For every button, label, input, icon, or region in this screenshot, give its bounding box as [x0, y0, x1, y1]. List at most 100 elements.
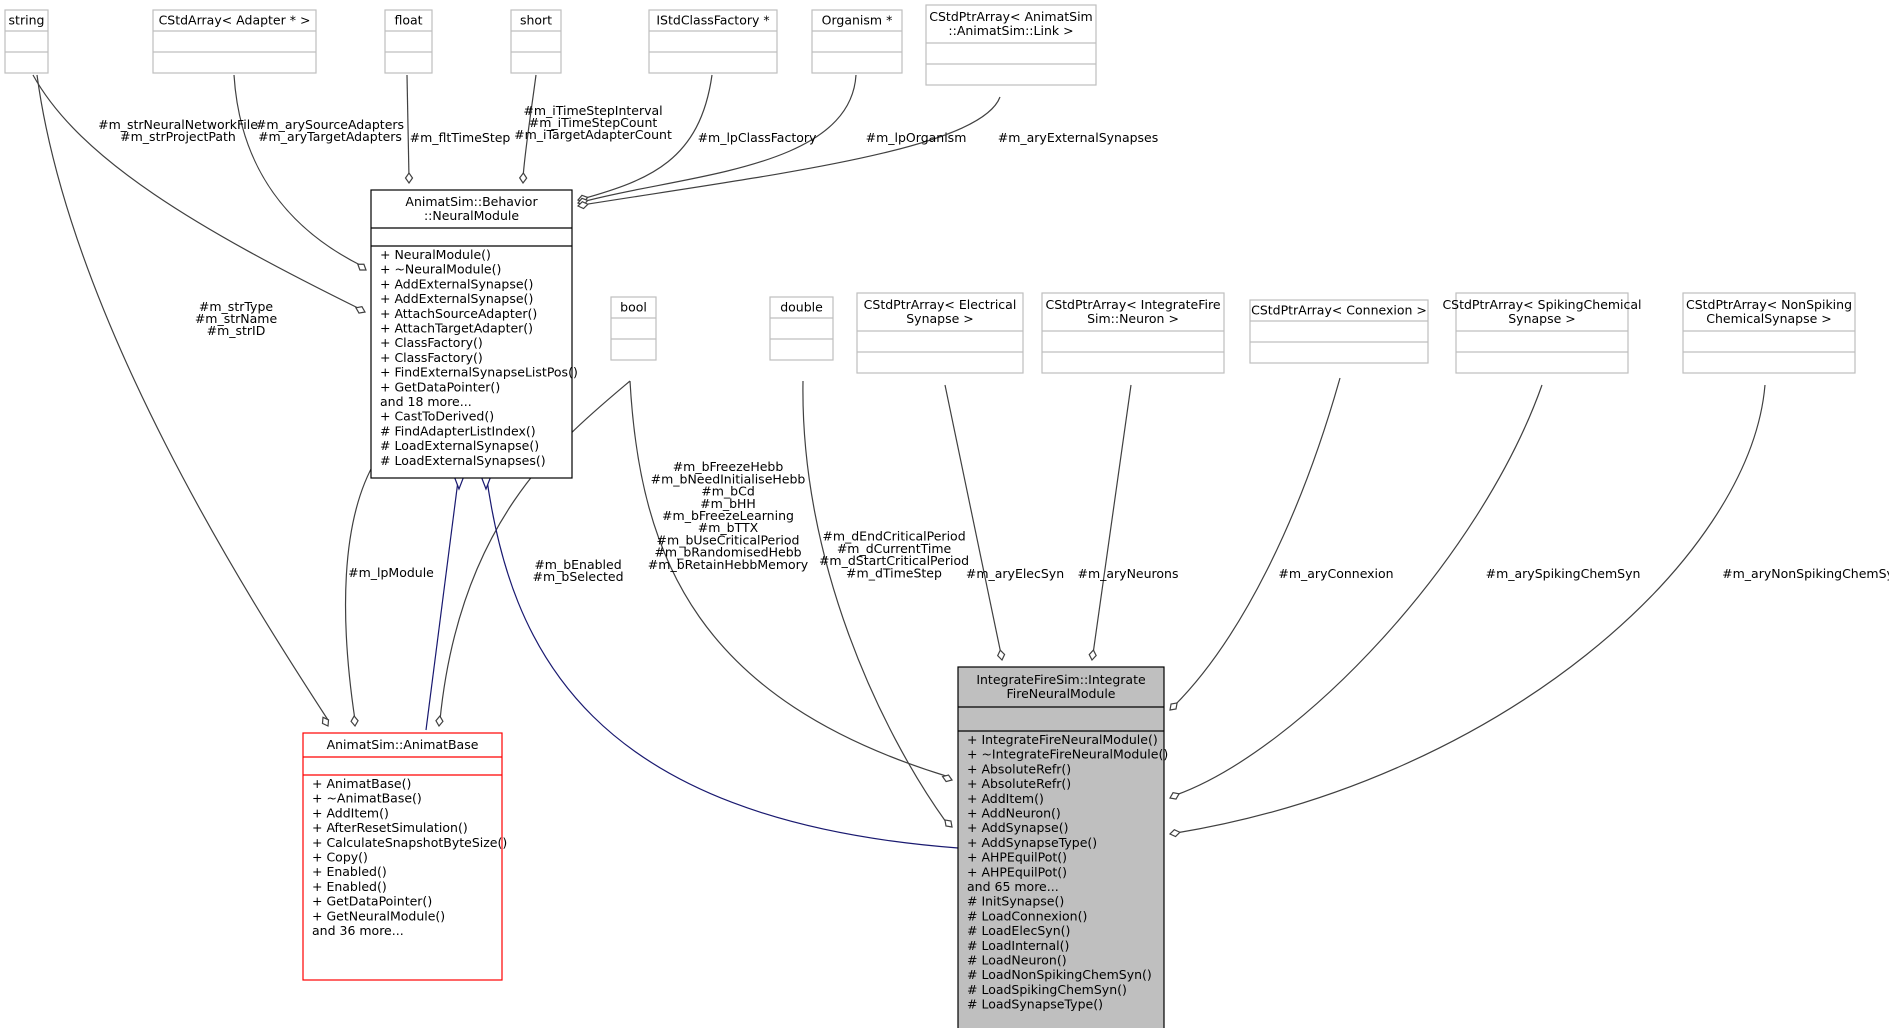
aggregation-diamond-elec-ifneuralmodule: [996, 649, 1006, 662]
class-box-string: [4, 9, 49, 74]
class-member: + AttachTargetAdapter(): [380, 321, 533, 336]
class-title: CStdPtrArray< SpikingChemical: [1442, 297, 1641, 312]
class-node-cstdptrarray_link[interactable]: CStdPtrArray< AnimatSim::AnimatSim::Link…: [925, 4, 1097, 86]
edge-label-bool-ifneuralmodule: #m_bHH: [700, 496, 756, 511]
aggregation-diamond-string-neuralmodule: [354, 306, 366, 314]
aggregation-diamond-float-neuralmodule: [404, 171, 414, 185]
class-title: Organism *: [822, 13, 893, 28]
aggregation-edge-neuralmodule-animatbase: [344, 459, 377, 721]
aggregation-edge-bool-ifneuralmodule: [629, 380, 947, 777]
class-box-cstdptrarray_link: [925, 4, 1097, 86]
class-member: + FindExternalSynapseListPos(): [380, 365, 578, 380]
class-node-bool[interactable]: bool: [610, 296, 657, 361]
class-box-ifneuralmodule: [957, 666, 1165, 1028]
edge-label-classfactory-neuralmodule: #m_lpClassFactory: [698, 130, 817, 145]
class-member: + CastToDerived(): [380, 409, 494, 424]
class-member: + ~AnimatBase(): [312, 791, 422, 806]
class-title: ::AnimatSim::Link >: [948, 23, 1073, 38]
edge-labels-layer: #m_strNeuralNetworkFile#m_strProjectPath…: [98, 103, 1889, 584]
class-title: string: [9, 13, 45, 28]
aggregation-edge-string-neuralmodule: [32, 74, 361, 310]
class-node-cstdptrarray_nonspiking[interactable]: CStdPtrArray< NonSpikingChemicalSynapse …: [1682, 292, 1856, 374]
nodes-layer: string CStdArray< Adapter * > float short IS…: [4, 4, 1856, 1028]
class-node-organism[interactable]: Organism *: [811, 9, 903, 74]
aggregation-diamond-neuron-ifneuralmodule: [1088, 649, 1097, 662]
edge-label-string-neuralmodule: #m_strNeuralNetworkFile: [98, 117, 258, 132]
class-node-neuralmodule[interactable]: AnimatSim::Behavior::NeuralModule+ Neura…: [370, 189, 578, 479]
class-box-float: [384, 9, 433, 74]
class-node-cstdptrarray_neuron[interactable]: CStdPtrArray< IntegrateFireSim::Neuron >: [1041, 292, 1225, 374]
class-box-short: [510, 9, 562, 74]
class-member: + AHPEquilPot(): [967, 864, 1067, 879]
class-title: CStdPtrArray< IntegrateFire: [1045, 297, 1220, 312]
aggregation-edge-adapter-neuralmodule: [233, 74, 363, 267]
aggregation-edge-float-neuralmodule: [406, 74, 410, 179]
edge-label-bool-ifneuralmodule: #m_bFreezeLearning: [662, 508, 794, 523]
class-title: ::NeuralModule: [424, 208, 519, 223]
inheritance-edge-neuralmodule-animatbase: [425, 472, 460, 731]
class-member: + AddItem(): [967, 791, 1044, 806]
aggregation-edge-double-ifneuralmodule: [802, 380, 947, 823]
aggregation-edge-short-neuralmodule: [522, 74, 537, 179]
edge-label-neuralmodule-animatbase: #m_lpModule: [348, 565, 434, 580]
class-box-bool: [610, 296, 657, 361]
edge-label-link-neuralmodule: #m_aryExternalSynapses: [998, 130, 1159, 145]
class-box-double: [769, 296, 834, 361]
class-member: + AnimatBase(): [312, 776, 411, 791]
class-node-ifneuralmodule[interactable]: IntegrateFireSim::IntegrateFireNeuralMod…: [957, 666, 1168, 1028]
aggregation-diamond-short-neuralmodule: [518, 171, 528, 185]
class-member: + ClassFactory(): [380, 350, 483, 365]
class-node-float[interactable]: float: [384, 9, 433, 74]
edge-label-double-ifneuralmodule: #m_dEndCriticalPeriod: [822, 529, 965, 544]
class-node-short[interactable]: short: [510, 9, 562, 74]
class-title: CStdPtrArray< AnimatSim: [929, 9, 1092, 24]
class-member: + AddExternalSynapse(): [380, 291, 533, 306]
class-node-animatbase[interactable]: AnimatSim::AnimatBase+ AnimatBase()+ ~An…: [302, 732, 507, 981]
edge-label-bool-ifneuralmodule: #m_bUseCriticalPeriod: [657, 532, 800, 547]
aggregation-diamond-adapter-neuralmodule: [356, 263, 367, 271]
class-title: short: [520, 13, 552, 28]
aggregation-diamond-neuralmodule-animatbase: [350, 714, 359, 728]
class-member: + GetDataPointer(): [380, 379, 500, 394]
class-member: + AddItem(): [312, 805, 389, 820]
aggregation-edge-neuron-ifneuralmodule: [1092, 384, 1132, 655]
edge-label-organism-neuralmodule: #m_lpOrganism: [866, 130, 967, 145]
class-title: AnimatSim::AnimatBase: [327, 737, 479, 752]
aggregation-diamond-spiking-ifneuralmodule: [1169, 792, 1181, 800]
class-node-string[interactable]: string: [4, 9, 49, 74]
class-box-cstdptrarray_connexion: [1249, 299, 1429, 364]
class-member: + AddExternalSynapse(): [380, 276, 533, 291]
class-title: CStdPtrArray< Connexion >: [1251, 303, 1427, 318]
edge-label-adapter-neuralmodule: #m_aryTargetAdapters: [258, 129, 402, 144]
class-member: # LoadElecSyn(): [967, 923, 1070, 938]
class-node-istdclassfactory[interactable]: IStdClassFactory *: [648, 9, 778, 74]
class-box-cstdptrarray_spiking: [1455, 292, 1629, 374]
class-member: + AfterResetSimulation(): [312, 820, 468, 835]
aggregation-diamond-link-neuralmodule: [576, 200, 589, 210]
class-node-cstdarray_adapter[interactable]: CStdArray< Adapter * >: [152, 9, 317, 74]
class-member: + ~IntegrateFireNeuralModule(): [967, 747, 1168, 762]
edge-label-bool-ifneuralmodule: #m_bRandomisedHebb: [654, 545, 801, 560]
class-title: Sim::Neuron >: [1087, 311, 1179, 326]
class-member: + GetNeuralModule(): [312, 908, 445, 923]
class-member: # LoadSynapseType(): [967, 997, 1103, 1012]
inheritance-edge-neuralmodule-ifneuralmodule: [485, 472, 959, 849]
class-member: and 36 more...: [312, 923, 404, 938]
class-member: + AttachSourceAdapter(): [380, 306, 537, 321]
class-member: and 18 more...: [380, 394, 472, 409]
class-member: + Copy(): [312, 850, 368, 865]
aggregation-edge-organism-neuralmodule: [581, 74, 857, 203]
class-node-double[interactable]: double: [769, 296, 834, 361]
class-member: # LoadExternalSynapses(): [380, 453, 546, 468]
aggregation-diamond-connexion-ifneuralmodule: [1169, 702, 1178, 711]
class-title: float: [394, 13, 422, 28]
aggregation-edge-connexion-ifneuralmodule: [1173, 377, 1341, 707]
edge-label-adapter-neuralmodule: #m_arySourceAdapters: [256, 117, 404, 132]
edge-label-connexion-ifneuralmodule: #m_aryConnexion: [1278, 566, 1393, 581]
aggregation-edge-link-neuralmodule: [581, 96, 1001, 206]
class-member: + AbsoluteRefr(): [967, 761, 1071, 776]
class-node-cstdptrarray_connexion[interactable]: CStdPtrArray< Connexion >: [1249, 299, 1429, 364]
class-member: # LoadExternalSynapse(): [380, 438, 539, 453]
